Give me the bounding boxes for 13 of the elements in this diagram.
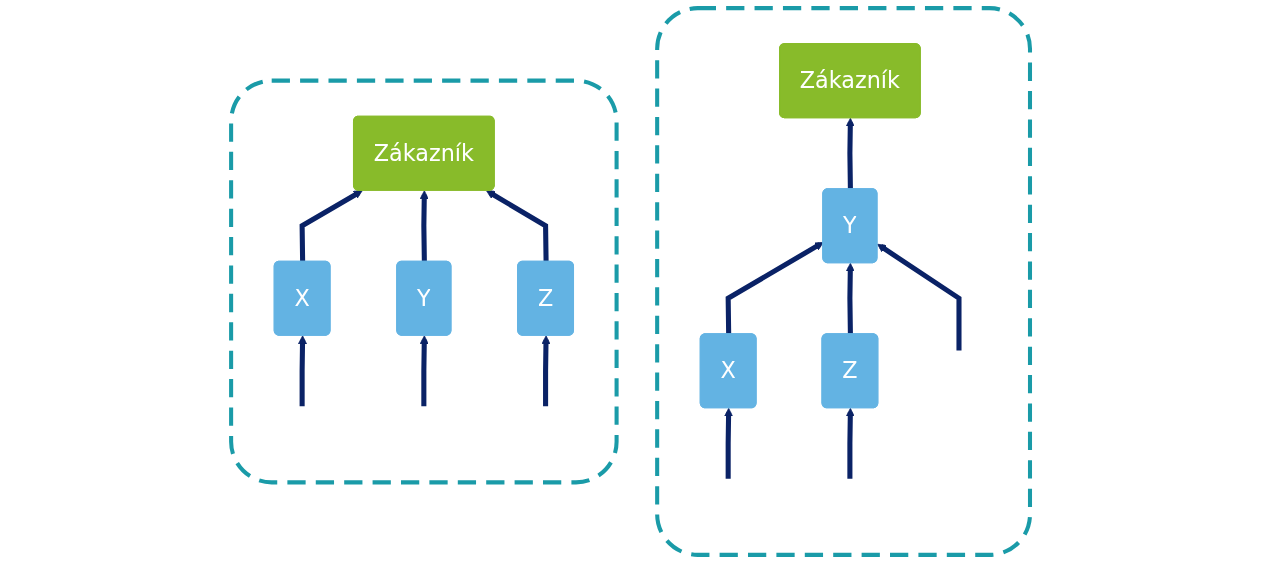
arrow <box>486 190 550 262</box>
arrow <box>877 243 962 351</box>
arrow <box>420 190 430 262</box>
cluster <box>229 78 620 485</box>
arrow <box>846 262 856 335</box>
arrow <box>298 335 308 407</box>
arrow <box>300 190 364 262</box>
arrow <box>541 335 551 407</box>
cluster <box>655 6 1033 557</box>
arrow <box>846 407 856 479</box>
arrow <box>420 335 430 407</box>
arrow <box>724 407 734 479</box>
arrow <box>846 117 856 190</box>
